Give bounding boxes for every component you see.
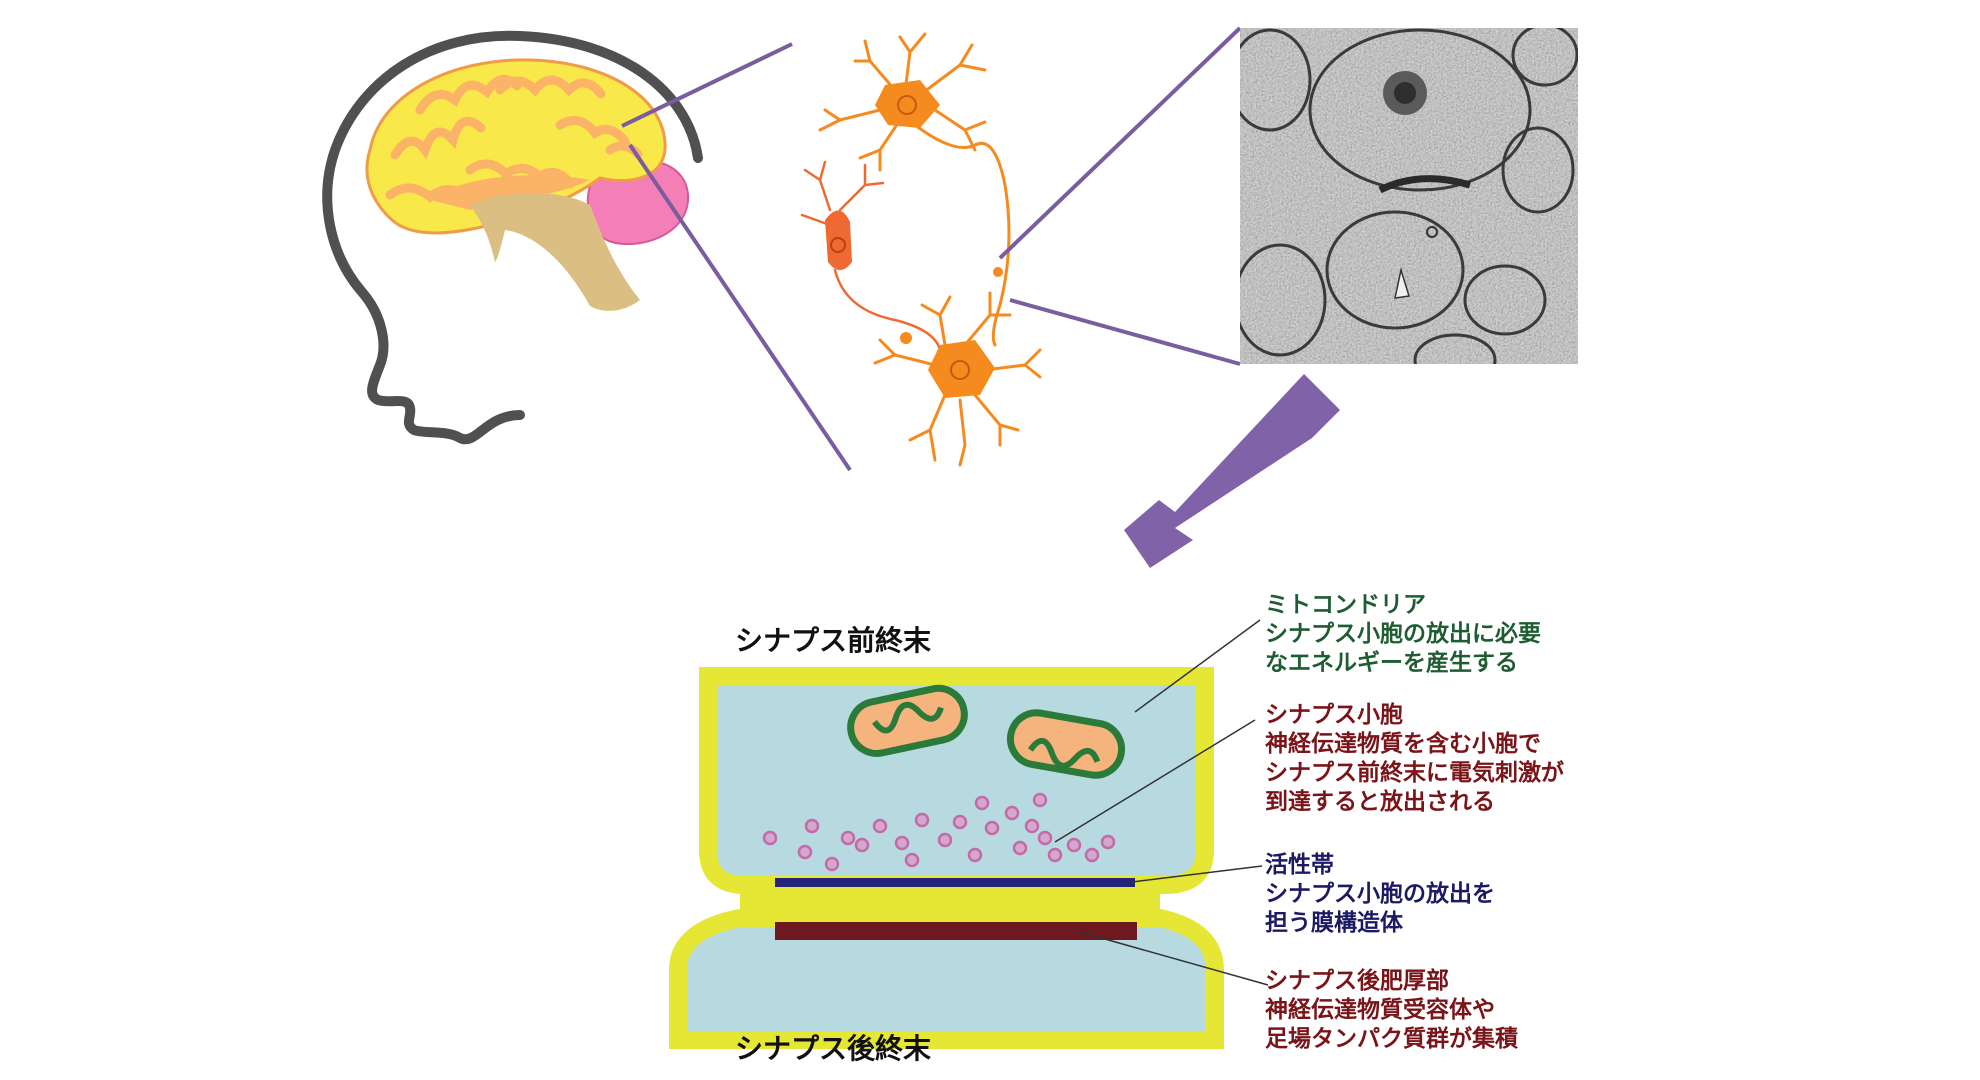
annotation-line: 担う膜構造体 <box>1265 910 1404 936</box>
neuron-network-illustration <box>800 32 1042 467</box>
annotation-title-vesicle: シナプス小胞 <box>1265 701 1403 728</box>
annotation-line: シナプス小胞の放出に必要 <box>1265 620 1541 647</box>
head-outline <box>322 30 703 445</box>
brainstem <box>470 192 640 311</box>
zoom-lines-neuron <box>998 26 1242 366</box>
annotation-line: 到達すると放出される <box>1265 788 1495 815</box>
annotation-line: シナプス小胞の放出を <box>1265 880 1495 907</box>
synaptic-vesicles <box>762 792 1116 872</box>
annotation-title-active-zone: 活性帯 <box>1265 851 1334 878</box>
mitochondrion-1 <box>847 684 968 757</box>
neuron-bottom <box>873 267 1042 467</box>
electron-micrograph <box>1240 28 1578 364</box>
annotation-line: なエネルギーを産生する <box>1265 649 1518 676</box>
postsynaptic-density <box>775 922 1137 940</box>
annotation-line: 足場タンパク質群が集積 <box>1265 1025 1519 1052</box>
synapse-schematic <box>669 619 1269 1049</box>
neuron-top <box>818 32 1011 347</box>
annotation-title-psd: シナプス後肥厚部 <box>1265 967 1449 994</box>
synaptic-cleft <box>740 885 1160 918</box>
active-zone <box>775 878 1135 887</box>
brain-illustration <box>322 30 703 445</box>
neuron-red <box>800 160 942 352</box>
annotation-line: シナプス前終末に電気刺激が <box>1265 759 1564 786</box>
presynaptic-label: シナプス前終末 <box>735 624 931 657</box>
corpus-callosum <box>430 175 590 210</box>
annotation-texts: ミトコンドリアシナプス小胞の放出に必要なエネルギーを産生するシナプス小胞神経伝達… <box>1265 592 1564 1052</box>
postsynaptic-label: シナプス後終末 <box>735 1032 931 1065</box>
annotation-line: 神経伝達物質受容体や <box>1265 996 1495 1023</box>
pointer-arrow <box>1124 374 1340 568</box>
zoom-lines-brain <box>621 42 852 472</box>
mitochondrion-2 <box>1006 709 1126 779</box>
annotation-line: 神経伝達物質を含む小胞で <box>1265 730 1541 757</box>
annotation-pointers <box>1054 619 1269 986</box>
annotation-title-mitochondria: ミトコンドリア <box>1265 592 1426 618</box>
